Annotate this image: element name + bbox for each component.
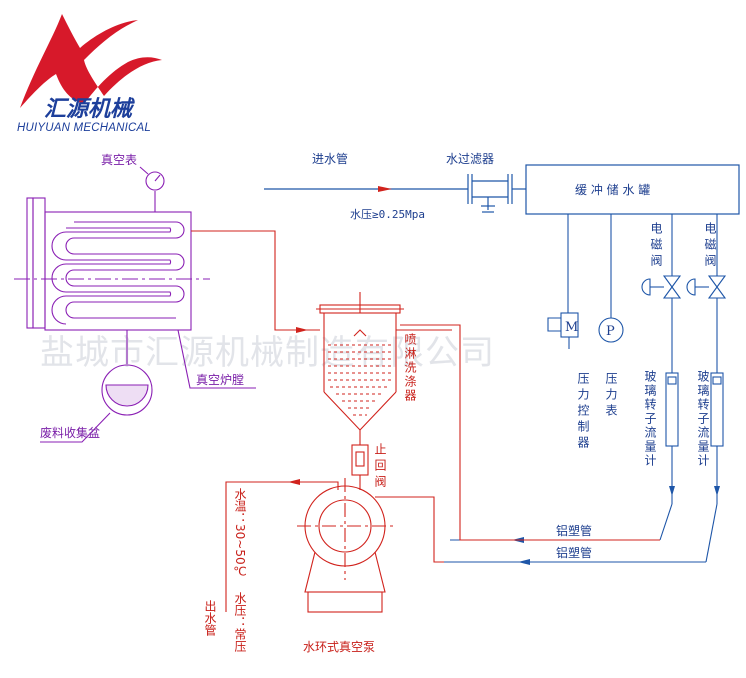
outlet-flow-arrow [288, 479, 300, 485]
flow-arrow-down-1 [669, 486, 675, 496]
watermark-text: 盐城市汇源机械制造有限公司 [40, 333, 495, 373]
vacuum-pump-label: 水环式真空泵 [303, 640, 375, 654]
water-pressure-label: 水压≥0.25Mpa [350, 208, 425, 221]
vacuum-chamber-label: 真空炉膛 [196, 373, 244, 387]
vacuum-chamber [14, 197, 210, 331]
pressure-gauge [598, 317, 624, 343]
check-valve-label: 止回阀 [373, 443, 387, 491]
buffer-tank-label: 缓 冲 储 水 罐 [575, 182, 650, 197]
vacuum-gauge [139, 166, 165, 212]
inlet-pipe-label: 进水管 [312, 151, 348, 166]
water-ring-vacuum-pump [225, 478, 444, 613]
solenoid-valve-2 [686, 275, 727, 299]
vacuum-gauge-label: 真空表 [101, 153, 137, 167]
check-valve [351, 444, 369, 490]
solenoid-valve-label-1: 电磁阀 [649, 222, 663, 270]
motor-symbol: M [565, 320, 578, 335]
vacuum-suction-line [191, 230, 320, 331]
logo-swoosh-mark [20, 14, 162, 108]
flowmeter-1 [665, 372, 679, 447]
pressure-gauge-label: 压力表 [604, 372, 618, 420]
spray-scrubber [316, 292, 660, 541]
buffer-tank [525, 164, 740, 215]
pressure-controller [547, 312, 579, 349]
spray-scrubber-label: 喷淋洗涤器 [403, 333, 417, 403]
suction-flow-arrow [296, 327, 308, 333]
flowmeter-2 [710, 372, 724, 447]
scrubber-packing [328, 344, 392, 416]
waste-basin [40, 330, 153, 443]
flow-arrow-down-2 [714, 486, 720, 496]
pressure-controller-label: 压力控制器 [576, 372, 590, 452]
outlet-pipe-label: 出水管 [203, 600, 217, 637]
brand-name-en: HUIYUAN MECHANICAL [17, 122, 151, 134]
flow-arrow-left-2 [518, 559, 530, 565]
al-plastic-pipe-label-2: 铝塑管 [556, 545, 592, 560]
al-plastic-pipe-label-1: 铝塑管 [556, 523, 592, 538]
water-temp-label: 水温：30~50℃ [233, 488, 247, 579]
inlet-flow-arrow [378, 186, 392, 192]
vacuum-chamber-leader [177, 329, 256, 389]
water-filter [467, 174, 513, 213]
tank-branch-lines [444, 214, 718, 563]
solenoid-valve-label-2: 电磁阀 [703, 222, 717, 270]
brand-name-cn: 汇源机械 [44, 97, 135, 122]
waste-basin-label: 废料收集盆 [40, 425, 100, 440]
flowmeter-label-1: 玻璃转子流量计 [643, 370, 657, 468]
outlet-pressure-label: 水压：常压 [233, 592, 247, 652]
company-logo [20, 14, 162, 108]
water-filter-label: 水过滤器 [446, 152, 494, 166]
solenoid-valve-1 [641, 275, 682, 299]
flowmeter-label-2: 玻璃转子流量计 [696, 370, 710, 468]
pressure-symbol: P [606, 324, 615, 339]
